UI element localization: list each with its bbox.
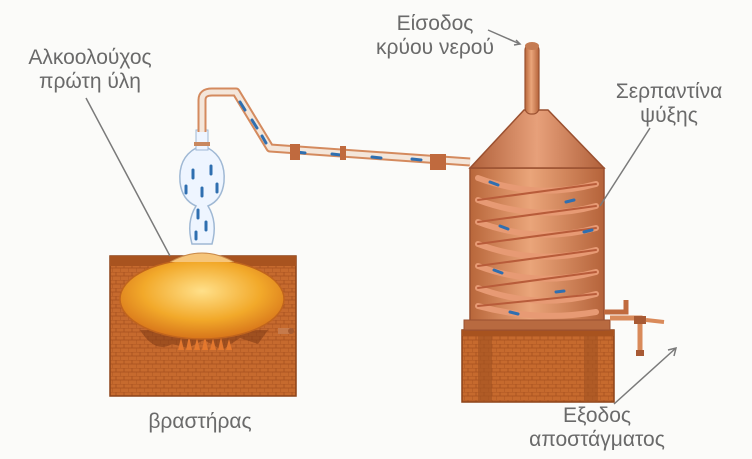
distillate-label-line2: αποστάγματος [522,428,672,452]
condenser-base [462,330,614,402]
vapor-pipe [202,92,470,170]
raw-material-label-line1: Αλκοολούχος [10,46,170,70]
cooling-coil-label-line2: ψύξης [604,104,734,128]
distillate-label: Εξοδος αποστάγματος [522,404,672,452]
cold-water-label: Είσοδος κρύου νερού [360,12,510,60]
still-head [180,130,224,244]
cold-water-label-line2: κρύου νερού [360,36,510,60]
boiler-label: βραστήρας [120,410,280,434]
boiler-label-text: βραστήρας [120,410,280,434]
cold-water-label-line1: Είσοδος [360,12,510,36]
raw-material-pointer [86,98,170,256]
raw-material-label-line2: πρώτη ύλη [10,70,170,94]
coil-pointer [600,128,650,206]
distillate-pointer [614,348,676,404]
raw-material-label: Αλκοολούχος πρώτη ύλη [10,46,170,94]
cooling-coil-label-line1: Σερπαντίνα [604,80,734,104]
distillate-label-line1: Εξοδος [522,404,672,428]
cooling-coil-label: Σερπαντίνα ψύξης [604,80,734,128]
